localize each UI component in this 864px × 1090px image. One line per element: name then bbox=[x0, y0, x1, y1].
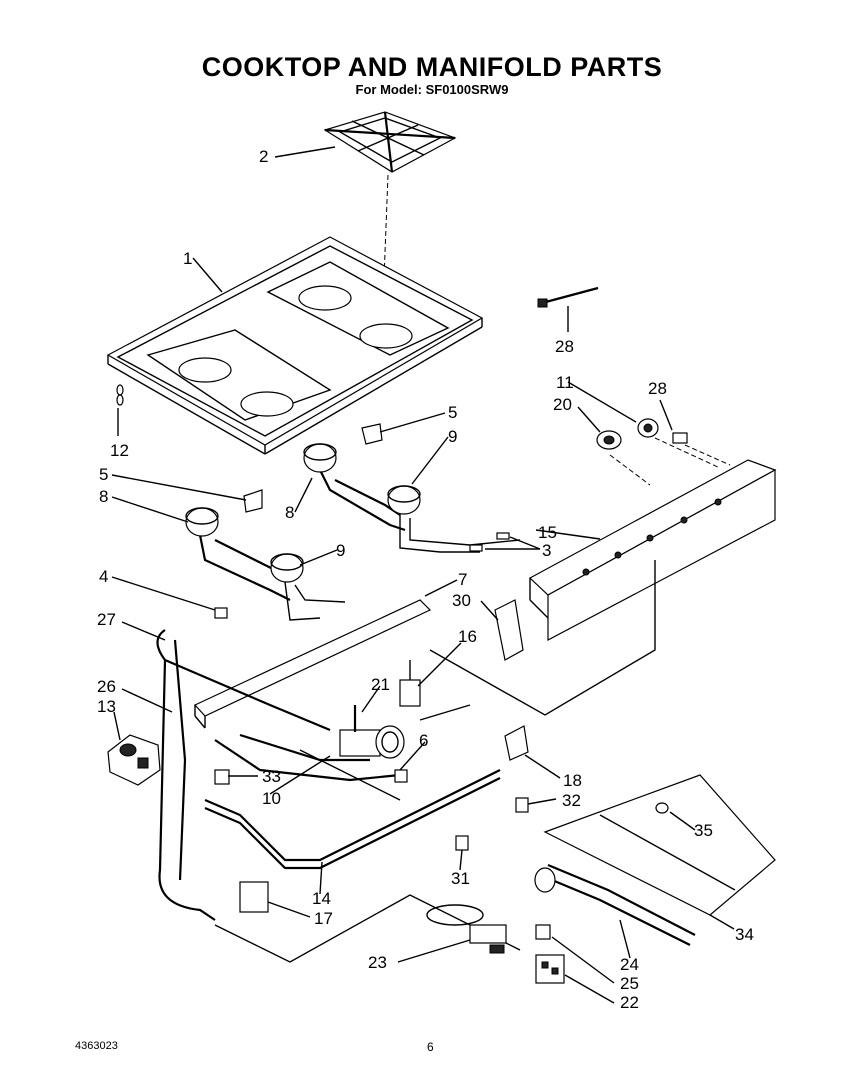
callout-13: 13 bbox=[97, 697, 116, 716]
gas-valve bbox=[339, 704, 471, 783]
callout-10: 10 bbox=[262, 789, 281, 808]
screw bbox=[515, 797, 529, 813]
callout-22: 22 bbox=[620, 993, 639, 1012]
callout-6: 6 bbox=[419, 731, 428, 750]
burner-bracket bbox=[361, 423, 383, 445]
pressure-regulator bbox=[107, 734, 161, 786]
callout-21: 21 bbox=[371, 675, 390, 694]
page-number: 6 bbox=[427, 1040, 434, 1054]
callout-18: 18 bbox=[563, 771, 582, 790]
callout-17: 17 bbox=[314, 909, 333, 928]
knob-parts bbox=[596, 418, 688, 450]
mounting-bracket bbox=[239, 881, 269, 913]
burner-bracket bbox=[243, 489, 263, 513]
bushing bbox=[214, 769, 230, 785]
callout-8-front: 8 bbox=[99, 487, 108, 506]
callout-5-front: 5 bbox=[99, 465, 108, 484]
oven-outline bbox=[429, 560, 656, 716]
igniter-hardware bbox=[535, 924, 565, 984]
igniter-screw bbox=[537, 286, 599, 308]
callout-16: 16 bbox=[458, 627, 477, 646]
alignment-line bbox=[654, 437, 721, 469]
valve-bracket bbox=[504, 725, 529, 761]
callout-11: 11 bbox=[556, 373, 574, 392]
callout-8-rear: 8 bbox=[285, 503, 294, 522]
callout-31: 31 bbox=[451, 869, 470, 888]
oven-burner bbox=[534, 863, 696, 946]
front-burner-assembly bbox=[185, 507, 346, 621]
callout-4: 4 bbox=[99, 567, 108, 586]
callout-9-rear: 9 bbox=[448, 427, 457, 446]
alignment-line bbox=[684, 444, 731, 466]
thermostat bbox=[399, 660, 421, 707]
callout-28-panel: 28 bbox=[648, 379, 667, 398]
callout-26: 26 bbox=[97, 677, 116, 696]
document-number: 4363023 bbox=[75, 1040, 118, 1052]
callout-9-front: 9 bbox=[336, 541, 345, 560]
rear-burner-assembly bbox=[303, 443, 521, 553]
callout-32: 32 bbox=[562, 791, 581, 810]
callout-3: 3 bbox=[542, 541, 551, 560]
oven-outline bbox=[214, 894, 521, 963]
callout-1: 1 bbox=[183, 249, 192, 268]
callout-34: 34 bbox=[735, 925, 754, 944]
gas-lines bbox=[156, 629, 401, 921]
burner-support bbox=[194, 599, 432, 729]
callout-7: 7 bbox=[458, 570, 467, 589]
hex-nut bbox=[214, 607, 228, 619]
oven-igniter bbox=[426, 904, 507, 954]
model-subtitle: For Model: SF0100SRW9 bbox=[355, 82, 509, 97]
callout-24: 24 bbox=[620, 955, 639, 974]
callout-27: 27 bbox=[97, 610, 116, 629]
page-title: COOKTOP AND MANIFOLD PARTS bbox=[201, 52, 663, 82]
screw bbox=[455, 835, 469, 851]
manifold-pipe bbox=[204, 769, 501, 870]
burner-grate bbox=[323, 111, 457, 173]
callout-12: 12 bbox=[110, 441, 129, 460]
callout-labels: 1 2 3 4 5 5 6 7 8 8 9 9 10 11 12 13 14 1… bbox=[97, 147, 754, 1012]
callout-30: 30 bbox=[452, 591, 471, 610]
cooktop bbox=[106, 236, 484, 455]
spring-clip bbox=[116, 384, 124, 406]
flame-spreader bbox=[543, 774, 776, 916]
callout-23: 23 bbox=[368, 953, 387, 972]
valve-shield bbox=[494, 599, 524, 661]
callout-33: 33 bbox=[262, 767, 281, 786]
callout-28-top: 28 bbox=[555, 337, 574, 356]
leader-lines bbox=[111, 146, 735, 1004]
callout-25: 25 bbox=[620, 974, 639, 993]
callout-2: 2 bbox=[259, 147, 268, 166]
manifold-panel bbox=[528, 459, 777, 641]
callout-5-rear: 5 bbox=[448, 403, 457, 422]
callout-20: 20 bbox=[553, 395, 572, 414]
callout-15: 15 bbox=[538, 523, 557, 542]
alignment-line bbox=[609, 454, 651, 486]
callout-14: 14 bbox=[312, 889, 331, 908]
oven-outline bbox=[299, 749, 401, 801]
callout-35: 35 bbox=[694, 821, 713, 840]
